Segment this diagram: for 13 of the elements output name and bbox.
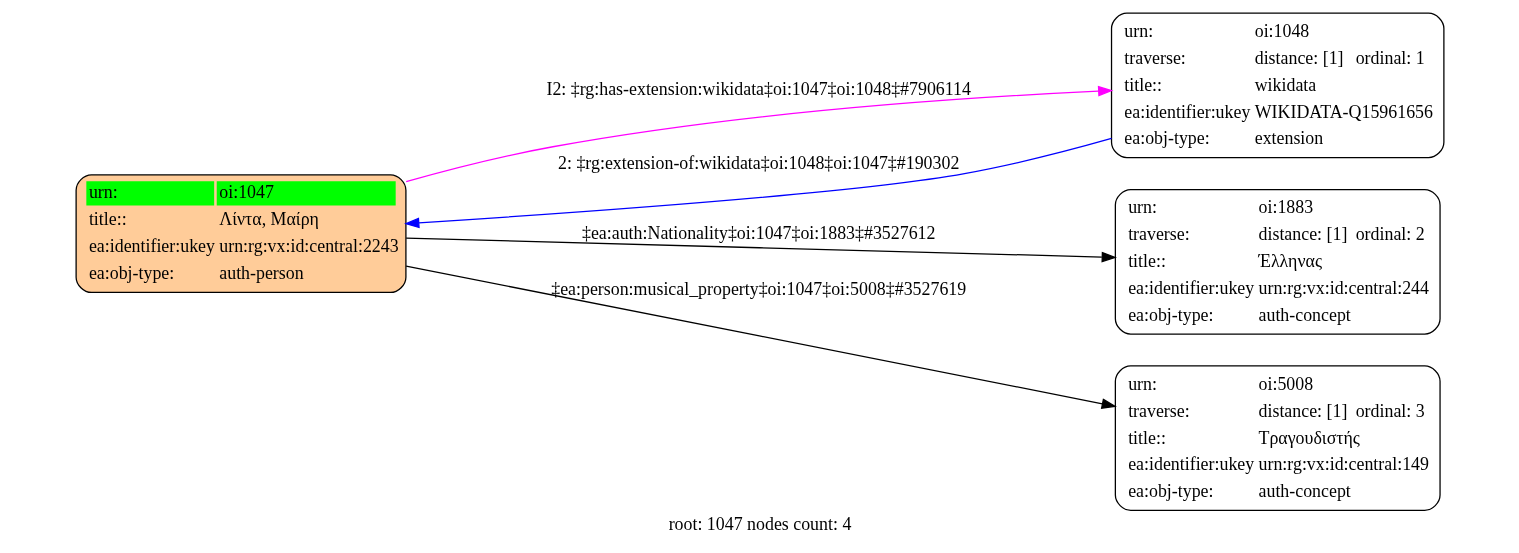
caption: root: 1047 nodes count: 4 xyxy=(668,513,851,534)
node-box: urn: oi:1048 traverse: distance: [1] ordinal: 1 title:: wikidata ea:identifier:ukey WIKIDATA-Q15961656 ea:obj-type: extension xyxy=(1110,12,1445,159)
node-box: urn: oi:1047 title:: Λίντα, Μαίρη ea:identifier:ukey urn:rg:vx:id:central:2243 ea:obj-type: auth-person xyxy=(74,174,407,294)
arrow xyxy=(405,237,1117,263)
edge-label: ‡ea:auth:Nationality‡oi:1047‡oi:1883‡#3527612 xyxy=(581,223,935,244)
arrow xyxy=(405,265,1117,409)
edge-label: 2: ‡rg:extension-of:wikidata‡oi:1048‡oi:1047‡#190302 xyxy=(557,152,959,173)
arrow xyxy=(405,85,1113,183)
arrow xyxy=(403,137,1112,229)
node-box: urn: oi:1883 traverse: distance: [1] ordinal: 2 title:: Έλληνας ea:identifier:ukey urn:rg:vx:id:central:244 ea:obj-type: auth-concept xyxy=(1114,188,1441,335)
node-box: urn: oi:5008 traverse: distance: [1] ordinal: 3 title:: Τραγουδιστής ea:identifier:ukey urn:rg:vx:id:central:149 ea:obj-type: auth-concept xyxy=(1114,365,1441,512)
edge-label: I2: ‡rg:has-extension:wikidata‡oi:1047‡oi:1048‡#7906114 xyxy=(545,78,971,99)
edge-label: ‡ea:person:musical_property‡oi:1047‡oi:5008‡#3527619 xyxy=(550,279,966,300)
